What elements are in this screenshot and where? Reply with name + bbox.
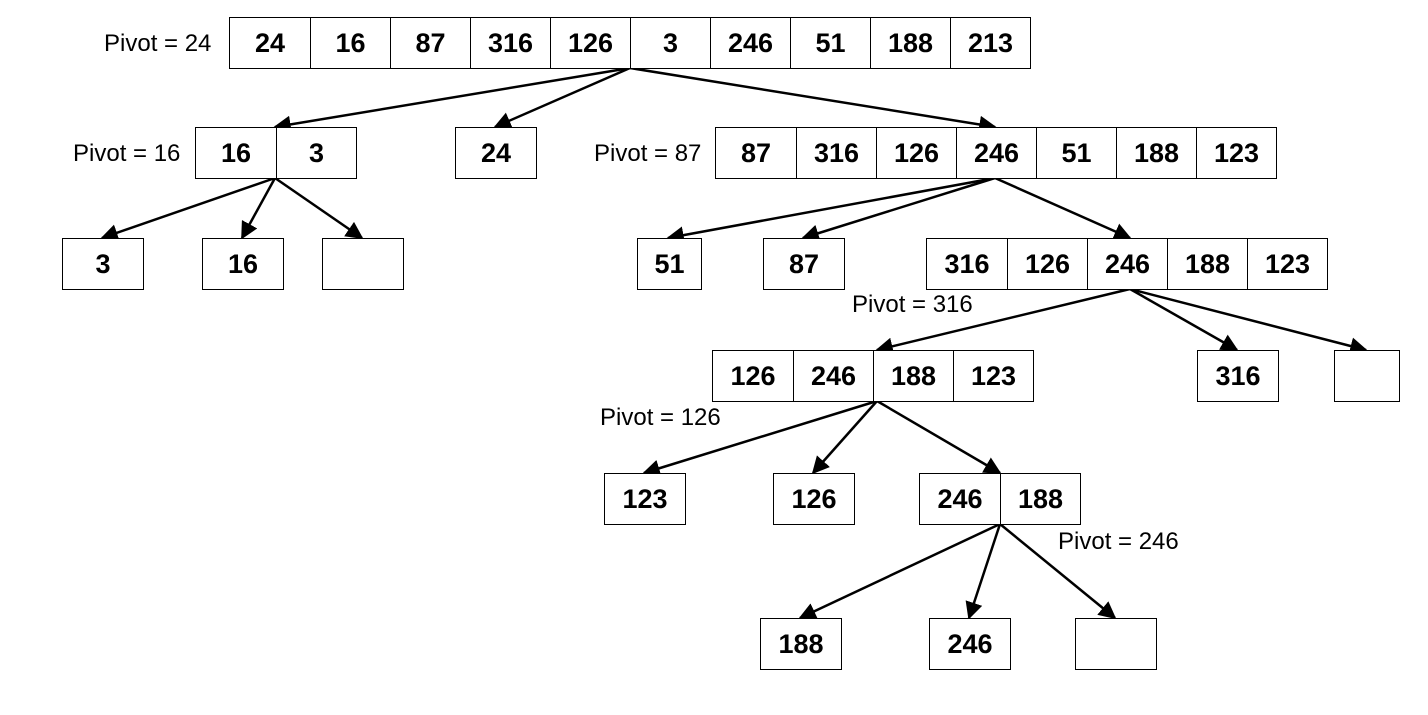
- array-cell: 51: [1036, 128, 1116, 178]
- array-cell: 246: [1087, 239, 1167, 289]
- array-cell: 188: [1167, 239, 1247, 289]
- array-cell: 316: [796, 128, 876, 178]
- array-cell: 188: [873, 351, 953, 401]
- array-node-n9: 87: [763, 238, 845, 290]
- array-cell: 126: [730, 360, 776, 391]
- array-cell: 316: [944, 248, 990, 279]
- array-cell: 87: [788, 248, 820, 279]
- array-cell: 188: [870, 18, 950, 68]
- edge-arrow-n2-n7: [274, 176, 364, 240]
- edge-arrow-n10-n11: [875, 287, 1131, 355]
- array-cell: 87: [740, 137, 772, 168]
- array-cell: 188: [1000, 474, 1080, 524]
- array-cell: 126: [550, 18, 630, 68]
- array-cell: 246: [937, 483, 983, 514]
- array-node-n13: [1334, 350, 1400, 402]
- pivot-label: Pivot = 126: [600, 404, 721, 431]
- pivot-label: Pivot = 87: [594, 140, 702, 167]
- edge-arrow-n10-n12: [1129, 287, 1239, 352]
- array-cell: 123: [1196, 128, 1276, 178]
- array-cell: 123: [1247, 239, 1327, 289]
- array-cell: 188: [778, 628, 824, 659]
- array-cell: 213: [950, 18, 1030, 68]
- empty-array-cell: [1076, 619, 1156, 669]
- edge-arrow-n1-n4: [629, 66, 997, 134]
- array-cell: 24: [254, 27, 286, 58]
- array-cell: 3: [630, 18, 710, 68]
- array-node-n2: 16 3: [195, 127, 357, 179]
- array-node-n8: 51: [637, 238, 702, 290]
- array-node-n5: 3: [62, 238, 144, 290]
- edge-arrow-n2-n6: [240, 177, 277, 240]
- edge-arrow-n4-n10: [994, 176, 1132, 240]
- array-cell: 316: [1215, 360, 1261, 391]
- array-cell: 87: [390, 18, 470, 68]
- edge-arrow-n11-n16: [876, 399, 1002, 475]
- array-cell: 123: [622, 483, 668, 514]
- edge-arrow-n4-n8: [666, 176, 996, 244]
- array-cell: 246: [947, 628, 993, 659]
- array-node-n7: [322, 238, 404, 290]
- array-cell: 126: [1007, 239, 1087, 289]
- array-cell: 246: [710, 18, 790, 68]
- edge-arrow-n11-n14: [642, 399, 878, 477]
- edge-arrow-n16-n19: [999, 523, 1117, 620]
- array-cell: 16: [227, 248, 259, 279]
- array-node-n19: [1075, 618, 1157, 670]
- array-cell: 16: [220, 137, 252, 168]
- edge-arrow-n1-n2: [273, 66, 631, 134]
- array-cell: 126: [791, 483, 837, 514]
- edge-arrow-n1-n3: [493, 66, 631, 129]
- pivot-label: Pivot = 16: [73, 140, 181, 167]
- array-cell: 24: [480, 137, 512, 168]
- array-cell: 3: [95, 248, 111, 279]
- array-node-n3: 24: [455, 127, 537, 179]
- array-node-n18: 246: [929, 618, 1011, 670]
- array-cell: 123: [953, 351, 1033, 401]
- array-node-n14: 123: [604, 473, 686, 525]
- array-node-n6: 16: [202, 238, 284, 290]
- edge-arrow-n11-n15: [811, 400, 878, 475]
- array-node-n15: 126: [773, 473, 855, 525]
- empty-array-cell: [1335, 351, 1399, 401]
- edge-arrow-n10-n13: [1129, 287, 1368, 355]
- array-cell: 316: [470, 18, 550, 68]
- array-cell: 16: [310, 18, 390, 68]
- array-node-n17: 188: [760, 618, 842, 670]
- array-node-n12: 316: [1197, 350, 1279, 402]
- array-cell: 126: [876, 128, 956, 178]
- array-cell: 246: [793, 351, 873, 401]
- edge-arrow-n16-n17: [798, 522, 1001, 620]
- array-cell: 3: [276, 128, 356, 178]
- edge-arrow-n2-n5: [100, 176, 276, 242]
- pivot-label: Pivot = 24: [104, 30, 212, 57]
- array-cell: 51: [654, 248, 685, 279]
- edge-arrow-n4-n9: [801, 176, 996, 242]
- array-node-n16: 246 188: [919, 473, 1081, 525]
- array-cell: 246: [956, 128, 1036, 178]
- empty-array-cell: [323, 239, 403, 289]
- pivot-label: Pivot = 246: [1058, 528, 1179, 555]
- array-cell: 188: [1116, 128, 1196, 178]
- edge-arrow-n16-n18: [965, 523, 1002, 620]
- pivot-label: Pivot = 316: [852, 291, 973, 318]
- array-cell: 51: [790, 18, 870, 68]
